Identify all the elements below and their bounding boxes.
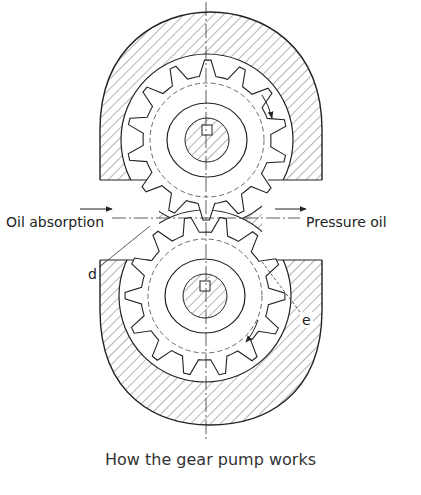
suction-port — [99, 180, 159, 260]
callout-letter: e — [300, 312, 313, 328]
suction-arrow — [80, 209, 112, 210]
pressure-arrow — [275, 209, 306, 210]
caption: How the gear pump works — [0, 450, 421, 469]
flow-label: Oil absorption — [4, 214, 106, 230]
gear — [125, 217, 285, 374]
center-lines — [112, 2, 300, 440]
leader-line — [262, 262, 300, 312]
rotation-arrow — [246, 320, 258, 342]
rotation-arrow — [262, 95, 272, 118]
callout-letter: d — [86, 266, 99, 282]
flow-label: Pressure oil — [304, 214, 389, 230]
pump-housing — [100, 12, 322, 425]
gear — [128, 60, 286, 220]
leader-line — [98, 226, 150, 268]
